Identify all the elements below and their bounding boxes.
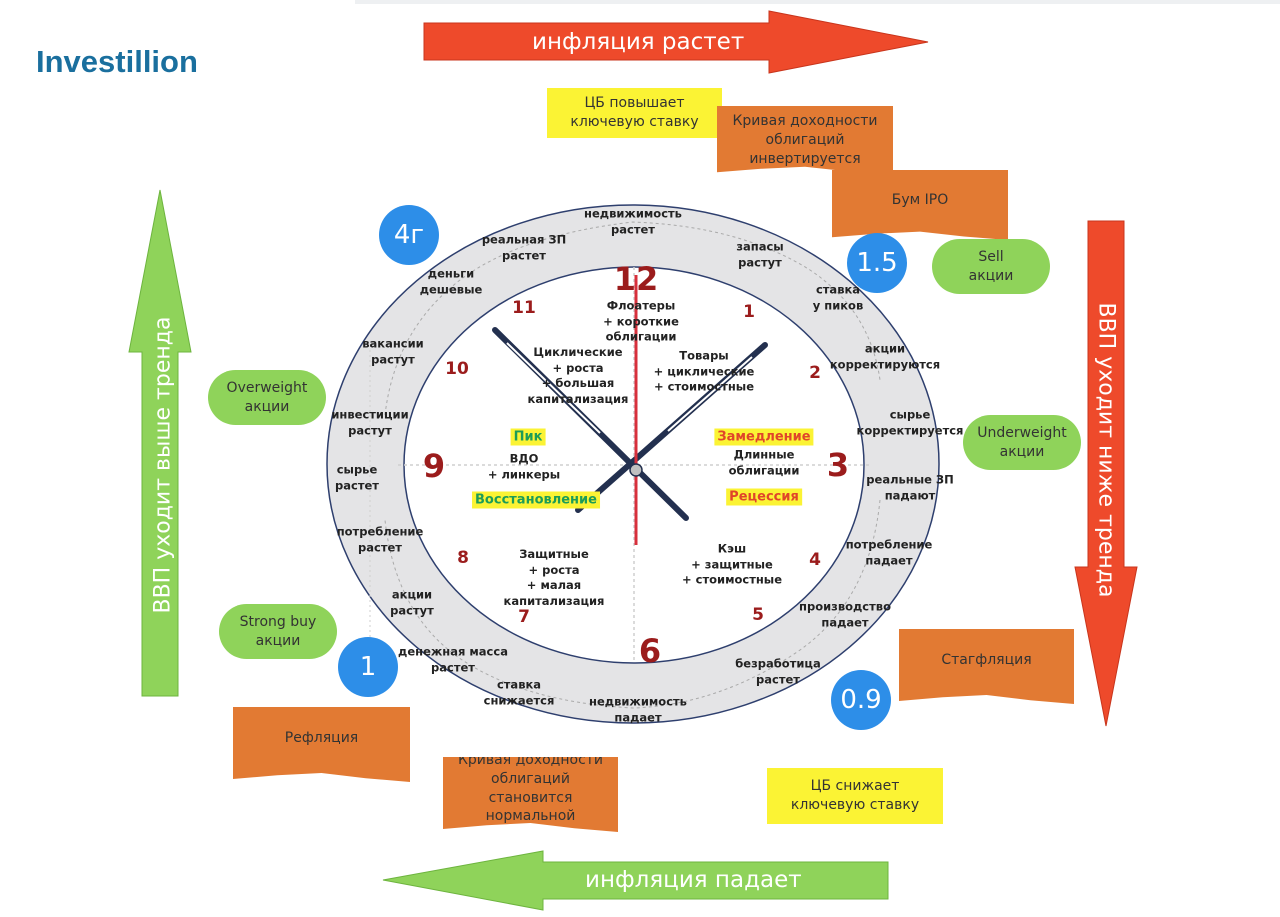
inner-label-floaters: Флоатеры + короткие облигации bbox=[603, 298, 679, 344]
clock-number-1: 1 bbox=[743, 302, 755, 322]
bubble-1-5: 1.5 bbox=[847, 233, 907, 293]
ring-label: сырье растет bbox=[335, 462, 379, 492]
strong-buy-pill: Strong buy акции bbox=[219, 604, 337, 659]
top-border bbox=[355, 0, 1280, 4]
curve-inverts-note: Кривая доходности облигаций инвертируетс… bbox=[717, 106, 893, 175]
ring-label: запасы растут bbox=[736, 239, 784, 269]
gdp-above-arrow bbox=[128, 189, 192, 697]
inflation-up-arrow bbox=[423, 10, 929, 74]
phase-recession: Рецессия bbox=[726, 488, 802, 506]
bubble-1: 1 bbox=[338, 637, 398, 697]
ring-label: сырье корректируется bbox=[856, 407, 964, 437]
inner-label-vdo: ВДО + линкеры bbox=[487, 451, 561, 481]
ring-wave-outer bbox=[384, 221, 881, 416]
brand-logo: Investillion bbox=[36, 44, 198, 79]
ring-label: потребление падает bbox=[845, 537, 933, 567]
overweight-pill: Overweight акции bbox=[208, 370, 326, 425]
sell-pill: Sell акции bbox=[932, 239, 1050, 294]
clock-number-12: 12 bbox=[613, 260, 659, 298]
ring-label: деньги дешевые bbox=[419, 266, 483, 296]
phase-recovery: Восстановление bbox=[472, 491, 600, 509]
stagflation-note: Стагфляция bbox=[899, 629, 1074, 704]
clock-number-3: 3 bbox=[826, 446, 850, 484]
ring-label: инвестиции растут bbox=[331, 407, 409, 437]
underweight-pill: Underweight акции bbox=[963, 415, 1081, 470]
cb-raises-note: ЦБ повышает ключевую ставку bbox=[547, 88, 722, 138]
ring-label: недвижимость падает bbox=[589, 694, 687, 724]
clock-number-8: 8 bbox=[457, 548, 469, 568]
ring-label: реальная ЗП растет bbox=[481, 232, 567, 262]
clock-number-5: 5 bbox=[752, 605, 764, 625]
clock-number-7: 7 bbox=[518, 607, 530, 627]
clock-number-4: 4 bbox=[809, 550, 821, 570]
ring-label: акции растут bbox=[390, 587, 434, 617]
inflation-down-arrow bbox=[382, 850, 889, 911]
gdp-below-label: ВВП уходит ниже тренда bbox=[1093, 302, 1119, 598]
inner-label-long-bonds: Длинные облигации bbox=[728, 447, 800, 477]
bubble-0-9: 0.9 bbox=[831, 670, 891, 730]
hour-hand-b-inner bbox=[667, 356, 753, 432]
bubble-4g: 4г bbox=[379, 205, 439, 265]
cb-lowers-note: ЦБ снижает ключевую ставку bbox=[767, 768, 943, 824]
ring-label: ставка у пиков bbox=[812, 282, 864, 312]
phase-peak: Пик bbox=[510, 428, 546, 446]
ring-label: реальные ЗП падают bbox=[866, 472, 954, 502]
phase-slowdown: Замедление bbox=[714, 428, 814, 446]
ring-label: ставка снижается bbox=[483, 677, 555, 707]
inner-label-defensive: Защитные + роста + малая капитализация bbox=[503, 546, 605, 608]
reflation-note: Рефляция bbox=[233, 707, 410, 782]
clock-number-6: 6 bbox=[638, 632, 662, 670]
ipo-boom-note: Бум IPO bbox=[832, 170, 1008, 240]
ring-wave-lower bbox=[384, 499, 881, 709]
clock-number-11: 11 bbox=[512, 298, 536, 318]
gdp-below-arrow bbox=[1074, 220, 1138, 727]
clock-center bbox=[629, 463, 643, 477]
gdp-above-label: ВВП уходит выше тренда bbox=[150, 316, 176, 614]
ring-label: вакансии растут bbox=[362, 336, 424, 366]
clock-number-9: 9 bbox=[422, 447, 446, 485]
inner-label-goods: Товары + циклические + стоимостные bbox=[653, 348, 755, 394]
ring-label: недвижимость растет bbox=[584, 206, 682, 236]
curve-normal-note: Кривая доходности облигаций становится н… bbox=[443, 757, 618, 832]
inflation-up-label: инфляция растет bbox=[532, 29, 745, 55]
inner-label-cash: Кэш + защитные + стоимостные bbox=[681, 541, 783, 587]
clock-number-2: 2 bbox=[809, 363, 821, 383]
ring-label: производство падает bbox=[799, 599, 891, 629]
ring-label: денежная масса растет bbox=[398, 644, 508, 674]
ring-label: безработица растет bbox=[735, 656, 821, 686]
clock-number-10: 10 bbox=[445, 359, 469, 379]
hour-hand-a-inner bbox=[506, 342, 601, 434]
ring-label: акции корректируются bbox=[829, 341, 941, 371]
ring-label: потребление растет bbox=[336, 524, 424, 554]
inflation-down-label: инфляция падает bbox=[585, 867, 802, 893]
inner-label-cyclical: Циклические + роста + большая капитализа… bbox=[527, 344, 629, 406]
